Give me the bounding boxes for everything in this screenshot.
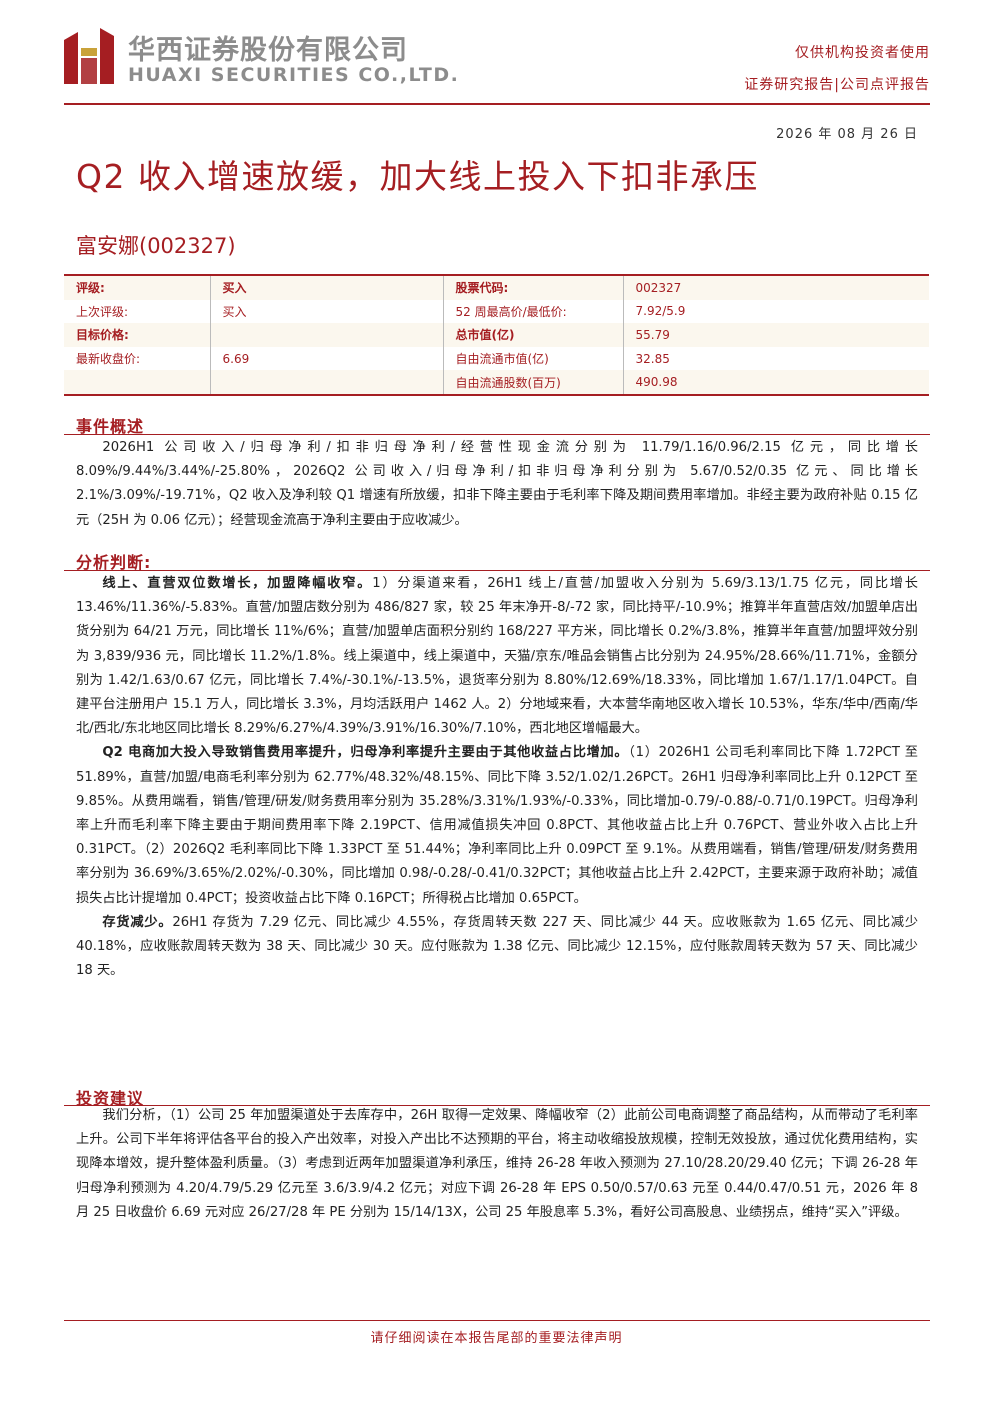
table-row: 最新收盘价: 6.69 自由流通市值(亿) 32.85 (64, 346, 929, 371)
paragraph-text: 1）分渠道来看，26H1 线上/直营/加盟收入分别为 5.69/3.13/1.7… (76, 576, 918, 737)
float-shares-value: 490.98 (622, 370, 929, 396)
section-divider (64, 570, 930, 571)
event-section-body: 2026H1 公司收入/归母净利/扣非归母净利/经营性现金流分别为 11.79/… (76, 436, 918, 533)
table-row: 上次评级: 买入 52 周最高价/最低价: 7.92/5.9 (64, 299, 929, 324)
investment-section-title: 投资建议 (76, 1089, 145, 1108)
paragraph: Q2 电商加大投入导致销售费用率提升，归母净利率提升主要由于其他收益占比增加。（… (76, 741, 918, 910)
investment-section-body: 我们分析，（1）公司 25 年加盟渠道处于去库存中，26H 取得一定效果、降幅收… (76, 1104, 918, 1225)
close-price-value: 6.69 (209, 346, 443, 371)
paragraph: 线上、直营双位数增长，加盟降幅收窄。1）分渠道来看，26H1 线上/直营/加盟收… (76, 572, 918, 741)
stock-code-value: 002327 (622, 274, 929, 300)
company-name-en: HUAXI SECURITIES CO.,LTD. (128, 64, 460, 86)
paragraph-text: 26H1 存货为 7.29 亿元、同比减少 4.55%，存货周转天数 227 天… (76, 914, 919, 979)
paragraph-lead: 存货减少。 (102, 914, 173, 930)
paragraph: 存货减少。26H1 存货为 7.29 亿元、同比减少 4.55%，存货周转天数 … (76, 911, 918, 984)
market-cap-value: 55.79 (622, 323, 929, 347)
price-range-value: 7.92/5.9 (622, 299, 929, 324)
table-row: 目标价格: 总市值(亿) 55.79 (64, 323, 929, 347)
empty-cell (209, 370, 443, 396)
analysis-section-title: 分析判断: (76, 553, 152, 572)
paragraph-lead: 线上、直营双位数增长，加盟降幅收窄。 (102, 576, 373, 591)
paragraph: 我们分析，（1）公司 25 年加盟渠道处于去库存中，26H 取得一定效果、降幅收… (76, 1108, 918, 1220)
footer-divider (64, 1320, 930, 1321)
stock-code-label: 股票代码: (442, 274, 623, 300)
section-divider (64, 434, 930, 435)
rating-value: 买入 (209, 274, 443, 300)
header-divider (64, 103, 930, 105)
paragraph: 2026H1 公司收入/归母净利/扣非归母净利/经营性现金流分别为 11.79/… (76, 440, 918, 528)
price-range-label: 52 周最高价/最低价: (442, 299, 623, 324)
rating-label: 评级: (64, 274, 210, 300)
float-cap-label: 自由流通市值(亿) (442, 346, 623, 371)
section-divider (64, 1105, 930, 1106)
company-name-cn: 华西证券股份有限公司 (128, 35, 408, 66)
close-price-label: 最新收盘价: (64, 346, 210, 371)
table-row: 自由流通股数(百万) 490.98 (64, 370, 929, 396)
market-cap-label: 总市值(亿) (442, 323, 623, 347)
legal-notice-footer: 请仔细阅读在本报告尾部的重要法律声明 (370, 1331, 623, 1346)
huaxi-logo-icon (64, 28, 114, 84)
target-price-label: 目标价格: (64, 323, 210, 347)
target-price-value (209, 323, 443, 347)
report-date: 2026 年 08 月 26 日 (776, 127, 918, 142)
paragraph-text: （1）2026H1 公司毛利率同比下降 1.72PCT 至 51.89%，直营/… (76, 745, 918, 906)
event-section-title: 事件概述 (76, 417, 145, 436)
empty-cell (64, 370, 210, 396)
prev-rating-label: 上次评级: (64, 299, 210, 324)
audience-label: 仅供机构投资者使用 (795, 45, 930, 61)
stock-info-table: 评级: 买入 股票代码: 002327 上次评级: 买入 52 周最高价/最低价… (64, 274, 929, 396)
float-cap-value: 32.85 (622, 346, 929, 371)
table-row: 评级: 买入 股票代码: 002327 (64, 274, 929, 300)
paragraph-lead: Q2 电商加大投入导致销售费用率提升，归母净利率提升主要由于其他收益占比增加。 (102, 745, 629, 761)
analysis-section-body: 线上、直营双位数增长，加盟降幅收窄。1）分渠道来看，26H1 线上/直营/加盟收… (76, 572, 918, 983)
float-shares-label: 自由流通股数(百万) (442, 370, 623, 396)
prev-rating-value: 买入 (209, 299, 443, 324)
stock-name: 富安娜(002327) (76, 234, 236, 258)
report-title: Q2 收入增速放缓，加大线上投入下扣非承压 (76, 157, 759, 196)
report-type-label: 证券研究报告|公司点评报告 (744, 77, 930, 93)
